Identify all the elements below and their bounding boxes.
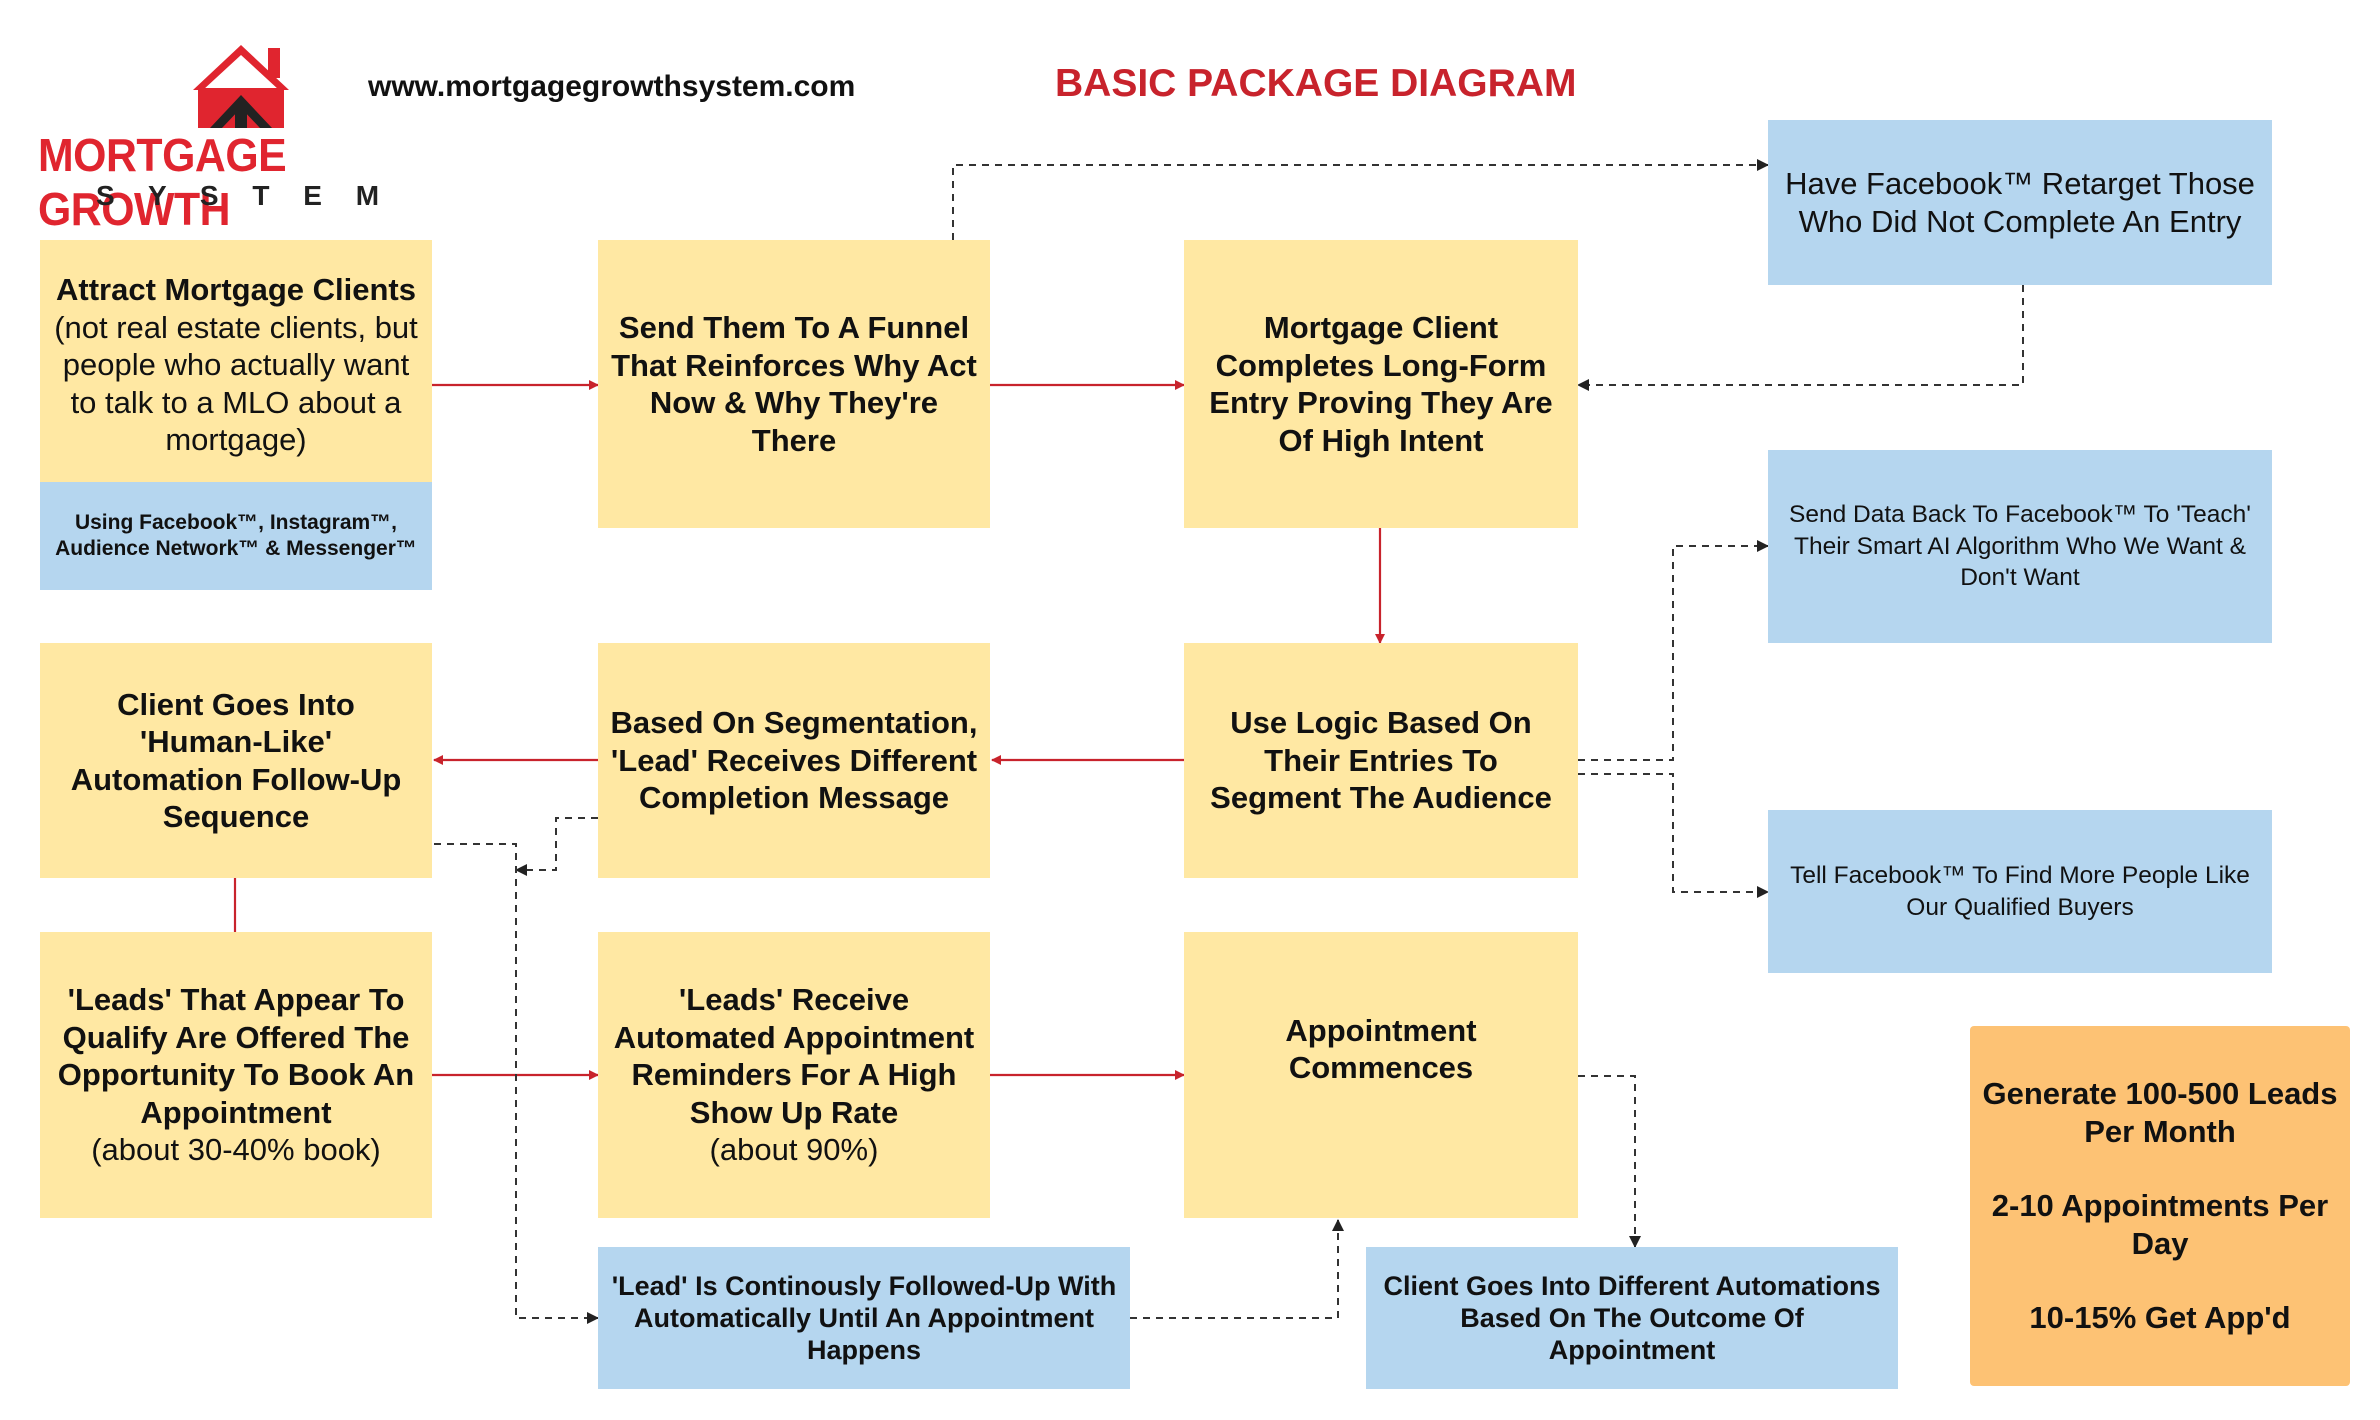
dashed-humanlike-to-followup bbox=[434, 843, 599, 1324]
stats-leads: Generate 100-500 Leads Per Month bbox=[1982, 1076, 2338, 1149]
reminders-box: 'Leads' Receive Automated Appointment Re… bbox=[598, 932, 990, 1218]
stats-approved: 10-15% Get App'd bbox=[2029, 1300, 2291, 1336]
human-like-text: Client Goes Into 'Human-Like' Automation… bbox=[70, 686, 402, 835]
followed-up-box: 'Lead' Is Continously Followed-Up With A… bbox=[598, 1247, 1130, 1389]
dashed-funnel-to-retarget bbox=[952, 159, 1769, 240]
dashed-logic-to-senddata bbox=[1578, 540, 1769, 761]
dashed-followup-to-appointment bbox=[1130, 1219, 1344, 1319]
send-data-box: Send Data Back To Facebook™ To 'Teach' T… bbox=[1768, 450, 2272, 643]
reminders-note: (about 90%) bbox=[709, 1132, 879, 1168]
segment-logic-box: Use Logic Based On Their Entries To Segm… bbox=[1184, 643, 1578, 878]
dashed-appointment-to-outcome bbox=[1578, 1075, 1641, 1248]
dashed-logic-to-findmore bbox=[1578, 773, 1769, 898]
segmentation-box: Based On Segmentation, 'Lead' Receives D… bbox=[598, 643, 990, 878]
stats-appointments: 2-10 Appointments Per Day bbox=[1991, 1188, 2329, 1261]
funnel-text: Send Them To A Funnel That Reinforces Wh… bbox=[611, 310, 977, 458]
channels-box: Using Facebook™, Instagram™, Audience Ne… bbox=[40, 482, 432, 590]
longform-entry-box: Mortgage Client Completes Long-Form Entr… bbox=[1184, 240, 1578, 528]
human-like-box: Client Goes Into 'Human-Like' Automation… bbox=[40, 643, 432, 878]
reminders-title: 'Leads' Receive Automated Appointment Re… bbox=[613, 982, 975, 1130]
logo-title: MORTGAGE GROWTH bbox=[38, 129, 287, 235]
qualify-note: (about 30-40% book) bbox=[91, 1132, 381, 1168]
diagram-title: BASIC PACKAGE DIAGRAM bbox=[1055, 62, 1577, 105]
appointment-box: Appointment Commences bbox=[1184, 932, 1578, 1218]
house-logo-icon bbox=[193, 45, 289, 128]
attract-clients-box: Attract Mortgage Clients (not real estat… bbox=[40, 240, 432, 482]
retarget-text: Have Facebook™ Retarget Those Who Did No… bbox=[1785, 166, 2255, 239]
website-url[interactable]: www.mortgagegrowthsystem.com bbox=[368, 70, 856, 103]
find-more-text: Tell Facebook™ To Find More People Like … bbox=[1790, 862, 2250, 921]
find-more-box: Tell Facebook™ To Find More People Like … bbox=[1768, 810, 2272, 973]
retarget-box: Have Facebook™ Retarget Those Who Did No… bbox=[1768, 120, 2272, 285]
channels-text: Using Facebook™, Instagram™, Audience Ne… bbox=[55, 510, 417, 561]
stats-box: Generate 100-500 Leads Per Month 2-10 Ap… bbox=[1970, 1026, 2350, 1386]
longform-text: Mortgage Client Completes Long-Form Entr… bbox=[1209, 310, 1553, 458]
attract-title: Attract Mortgage Clients bbox=[56, 272, 416, 308]
segmentation-text: Based On Segmentation, 'Lead' Receives D… bbox=[610, 705, 978, 816]
followed-up-text: 'Lead' Is Continously Followed-Up With A… bbox=[611, 1271, 1117, 1365]
outcome-box: Client Goes Into Different Automations B… bbox=[1366, 1247, 1898, 1389]
qualify-title: 'Leads' That Appear To Qualify Are Offer… bbox=[57, 982, 415, 1130]
dashed-retarget-to-longform bbox=[1577, 285, 2024, 391]
logo-subtitle: S Y S T E M bbox=[96, 180, 393, 211]
logic-text: Use Logic Based On Their Entries To Segm… bbox=[1210, 705, 1552, 816]
outcome-text: Client Goes Into Different Automations B… bbox=[1383, 1271, 1881, 1365]
dashed-segmentation-join bbox=[515, 817, 598, 876]
logo: MORTGAGE GROWTH S Y S T E M bbox=[38, 40, 448, 235]
funnel-box: Send Them To A Funnel That Reinforces Wh… bbox=[598, 240, 990, 528]
attract-body: (not real estate clients, but people who… bbox=[54, 309, 418, 458]
appointment-text: Appointment Commences bbox=[1285, 1012, 1477, 1086]
qualify-box: 'Leads' That Appear To Qualify Are Offer… bbox=[40, 932, 432, 1218]
send-data-text: Send Data Back To Facebook™ To 'Teach' T… bbox=[1789, 501, 2251, 592]
